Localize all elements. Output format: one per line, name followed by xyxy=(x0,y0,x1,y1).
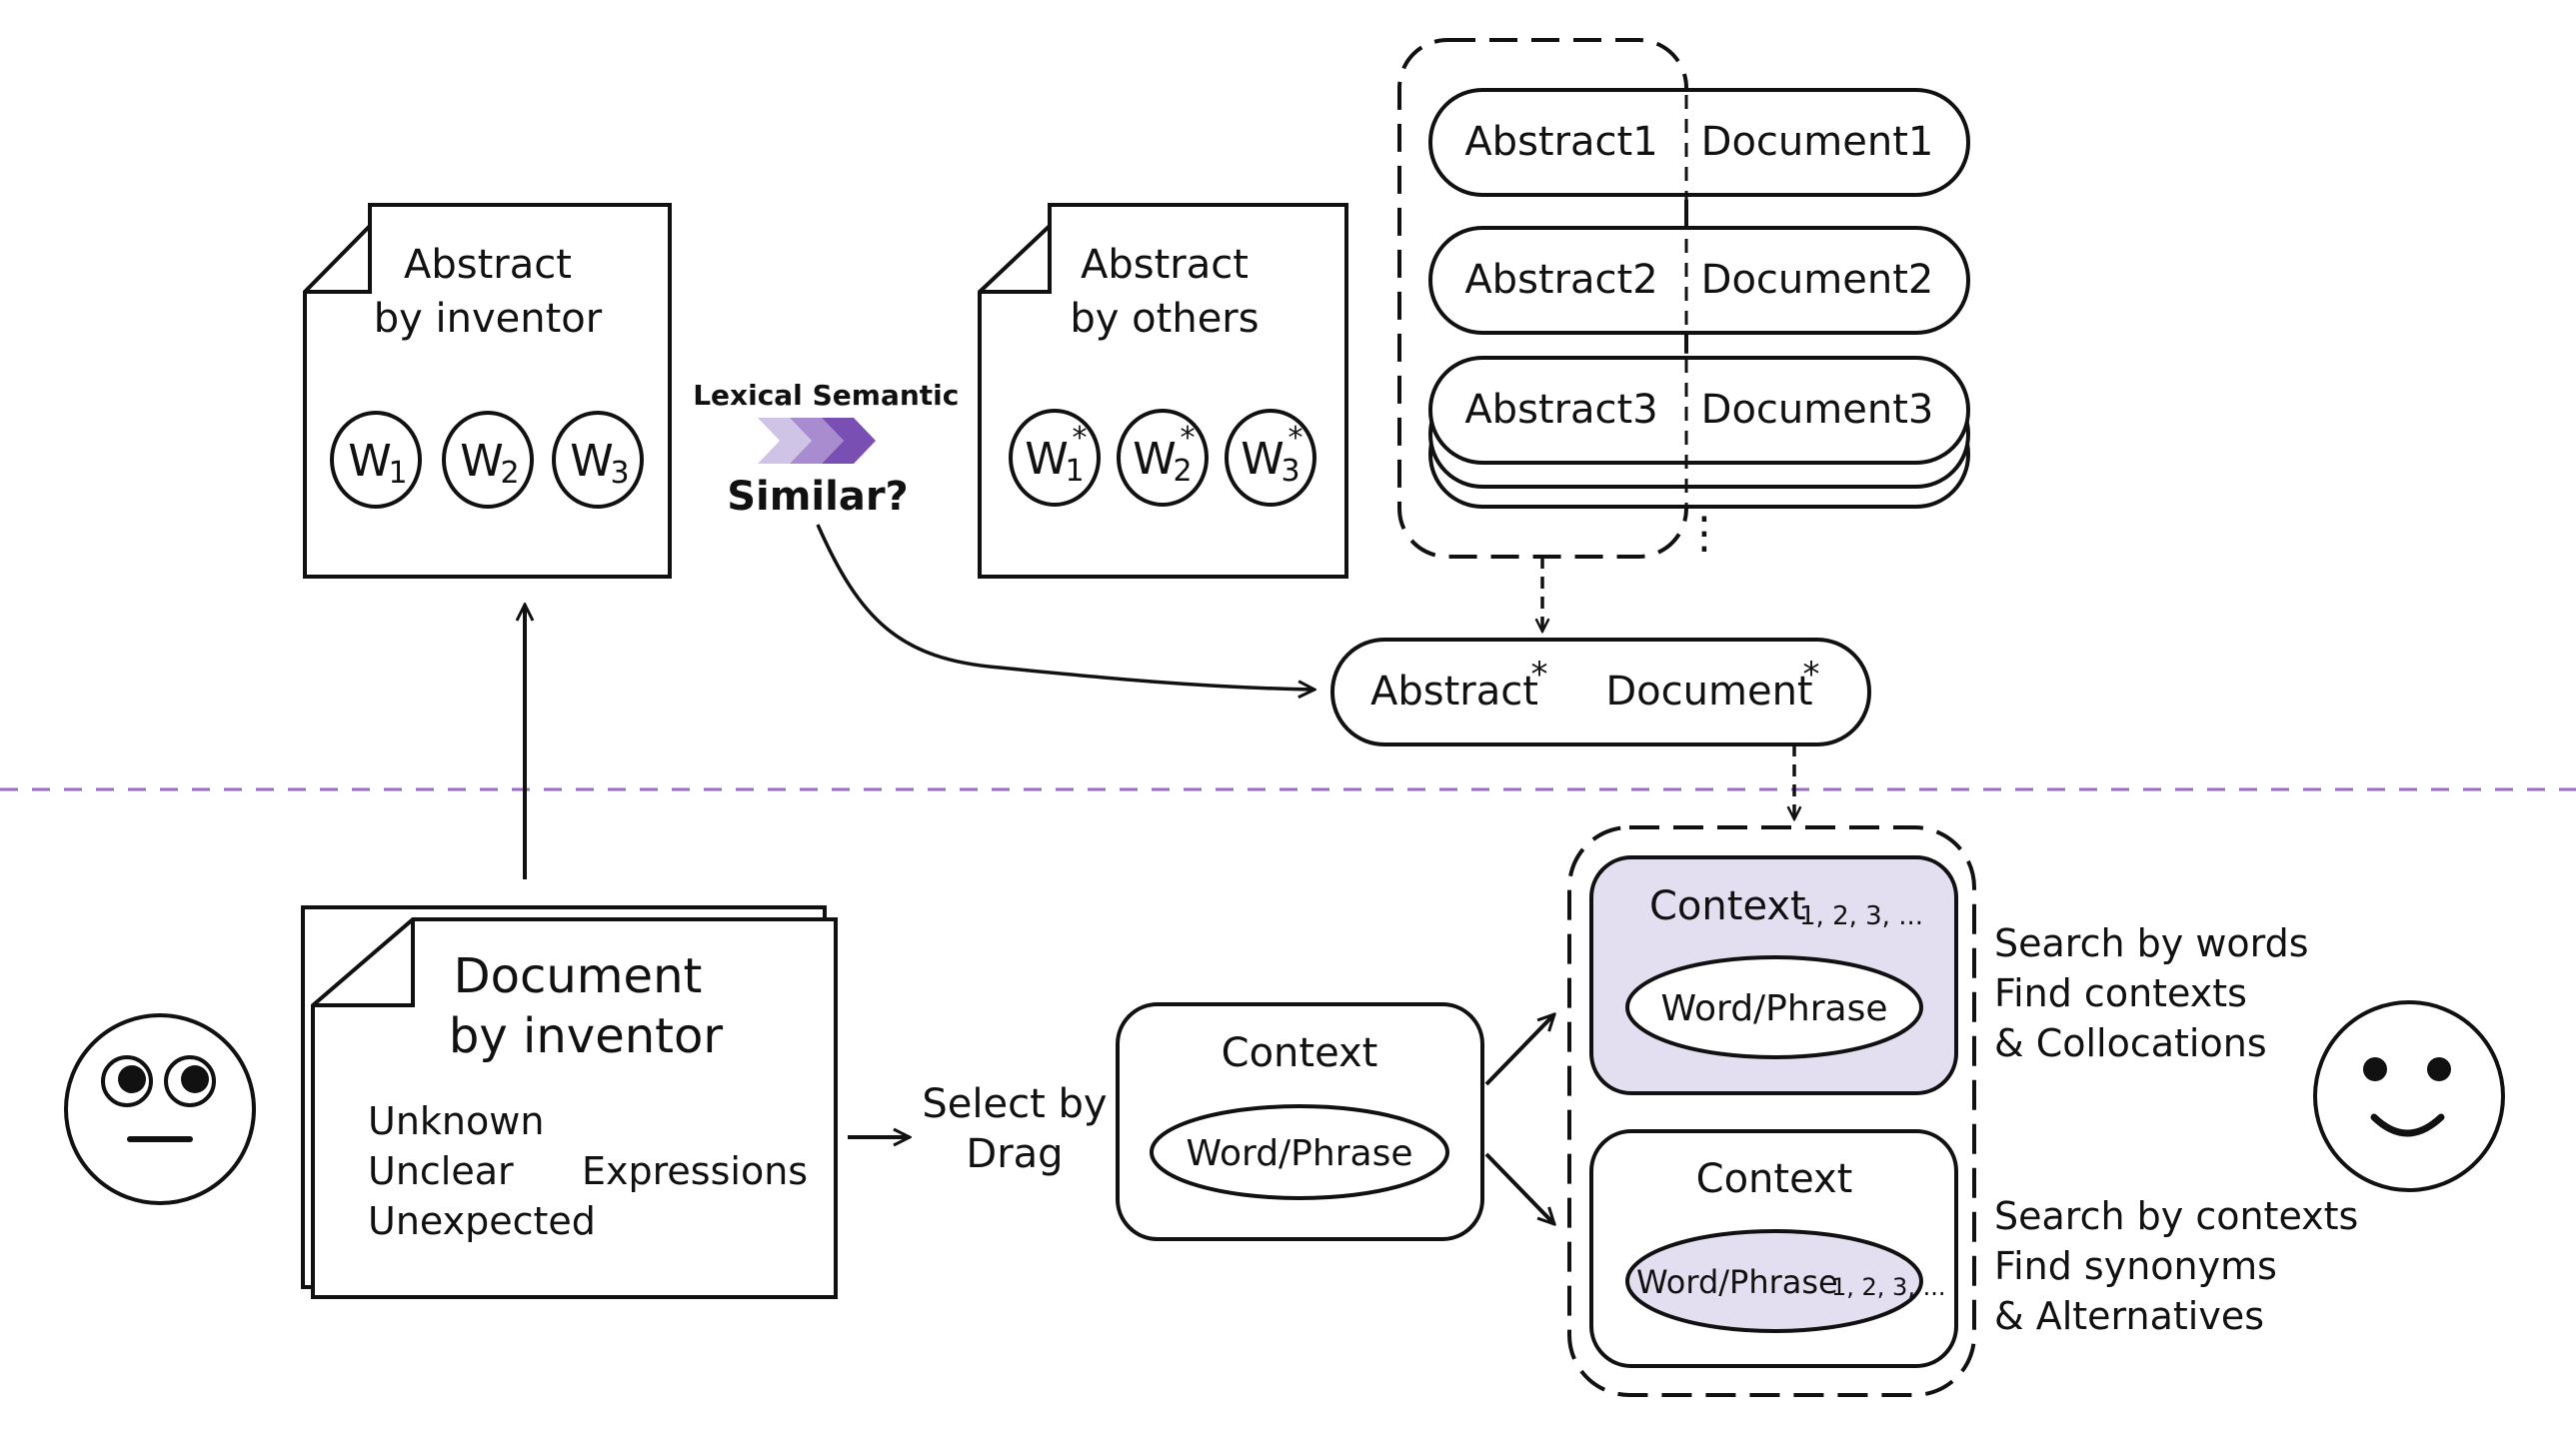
svg-text:Document2: Document2 xyxy=(1701,257,1934,303)
abstract-by-inventor-card: Abstract by inventor W 1 W 2 W 3 xyxy=(303,203,672,579)
abstract-inventor-title-1: Abstract xyxy=(404,242,572,288)
issue-unknown: Unknown xyxy=(368,1099,544,1143)
others-word-1: W 1 * xyxy=(1009,409,1101,507)
semantic-label: Semantic xyxy=(813,379,960,412)
expressions-label: Expressions xyxy=(582,1149,808,1193)
corpus-ellipsis: ⋮ xyxy=(1682,508,1726,559)
svg-text:2: 2 xyxy=(500,456,519,491)
document-inventor-title-2: by inventor xyxy=(449,1008,723,1064)
smiley-face-icon xyxy=(2313,1000,2505,1192)
svg-text:2: 2 xyxy=(1173,454,1192,489)
svg-text:*: * xyxy=(1073,421,1088,456)
svg-text:Abstract3: Abstract3 xyxy=(1464,387,1657,433)
words-description: Search by words Find contexts & Collocat… xyxy=(1994,921,2309,1065)
svg-text:Document3: Document3 xyxy=(1701,387,1934,433)
confused-face-icon xyxy=(64,1013,256,1205)
inventor-word-1: W 1 xyxy=(330,411,422,509)
inventor-word-3: W 3 xyxy=(552,411,644,509)
retrieved-abstract: Abstract xyxy=(1370,669,1538,715)
context-words-title: Context xyxy=(1649,883,1806,929)
retrieved-document: Document xyxy=(1605,669,1812,715)
contexts-description: Search by contexts Find synonyms & Alter… xyxy=(1994,1194,2358,1338)
svg-text:Search by contexts: Search by contexts xyxy=(1994,1194,2358,1238)
svg-text:W: W xyxy=(1025,434,1069,485)
corpus-row-1: Abstract1 Document1 xyxy=(1428,88,1970,197)
context-words-sub: 1, 2, 3, ... xyxy=(1799,901,1923,931)
corpus-stack: Abstract1 Document1 Abstract2 Document2 … xyxy=(1397,38,1970,559)
others-word-3: W 3 * xyxy=(1225,409,1316,507)
drag-label: Drag xyxy=(966,1131,1063,1177)
context-words-pill: Word/Phrase xyxy=(1661,988,1888,1029)
svg-text:Find synonyms: Find synonyms xyxy=(1994,1244,2277,1288)
lexical-label: Lexical xyxy=(693,379,803,412)
svg-text:3: 3 xyxy=(1281,454,1299,489)
svg-text:*: * xyxy=(1531,655,1548,695)
inventor-word-2: W 2 xyxy=(442,411,534,509)
document-inventor-title-1: Document xyxy=(454,948,703,1004)
svg-text:& Alternatives: & Alternatives xyxy=(1994,1294,2264,1338)
context-results-group: Context 1, 2, 3, ... Word/Phrase Context… xyxy=(1567,825,1976,1397)
similar-question: Similar? xyxy=(727,474,909,520)
context-contexts-pill-sub: 1, 2, 3, ... xyxy=(1831,1273,1945,1301)
others-word-2: W 2 * xyxy=(1117,409,1209,507)
svg-text:Document1: Document1 xyxy=(1701,119,1934,165)
context-selection-box: Context Word/Phrase xyxy=(1116,1002,1484,1241)
svg-text:*: * xyxy=(1803,655,1820,695)
issue-unexpected: Unexpected xyxy=(368,1199,596,1243)
search-by-words-panel[interactable]: Context 1, 2, 3, ... Word/Phrase xyxy=(1589,855,1958,1095)
abstract-inventor-title-2: by inventor xyxy=(374,296,603,342)
svg-text:Find contexts: Find contexts xyxy=(1994,971,2247,1015)
retrieved-pair: Abstract * Document * xyxy=(1330,638,1871,746)
context-main-pill[interactable]: Word/Phrase xyxy=(1187,1133,1413,1174)
context-main-title: Context xyxy=(1222,1030,1378,1076)
svg-text:1: 1 xyxy=(1065,454,1084,489)
svg-text:*: * xyxy=(1288,421,1303,456)
context-contexts-pill: Word/Phrase xyxy=(1636,1263,1838,1301)
abstract-others-title-1: Abstract xyxy=(1081,242,1249,288)
search-by-contexts-panel[interactable]: Context Word/Phrase 1, 2, 3, ... xyxy=(1589,1129,1958,1368)
corpus-row-3: Abstract3 Document3 xyxy=(1428,356,1970,465)
similarity-arrow xyxy=(816,524,1314,690)
similarity-indicator: Lexical Semantic Similar? xyxy=(693,379,959,520)
svg-text:1: 1 xyxy=(388,456,407,491)
chevron-arrows-icon xyxy=(758,418,876,464)
svg-text:Abstract2: Abstract2 xyxy=(1464,257,1657,303)
svg-text:*: * xyxy=(1181,421,1196,456)
corpus-row-2: Abstract2 Document2 xyxy=(1428,226,1970,335)
issue-unclear: Unclear xyxy=(368,1149,514,1193)
svg-text:Search by words: Search by words xyxy=(1994,921,2309,965)
select-by-label: Select by xyxy=(922,1081,1107,1127)
svg-text:Abstract1: Abstract1 xyxy=(1464,119,1657,165)
svg-text:W: W xyxy=(1133,434,1177,485)
abstract-by-others-card: Abstract by others W 1 * W 2 * W 3 * xyxy=(978,203,1348,579)
svg-text:3: 3 xyxy=(610,456,629,491)
abstract-others-title-2: by others xyxy=(1070,296,1259,342)
svg-text:W: W xyxy=(348,436,392,487)
svg-text:W: W xyxy=(1241,434,1285,485)
document-by-inventor-card: Document by inventor Unknown Unclear Une… xyxy=(301,905,838,1299)
svg-text:W: W xyxy=(460,436,504,487)
fork-arrow-words xyxy=(1484,1014,1554,1086)
svg-text:& Collocations: & Collocations xyxy=(1994,1021,2267,1065)
fork-arrow-contexts xyxy=(1484,1152,1554,1224)
svg-text:W: W xyxy=(570,436,614,487)
context-contexts-title: Context xyxy=(1696,1156,1853,1202)
